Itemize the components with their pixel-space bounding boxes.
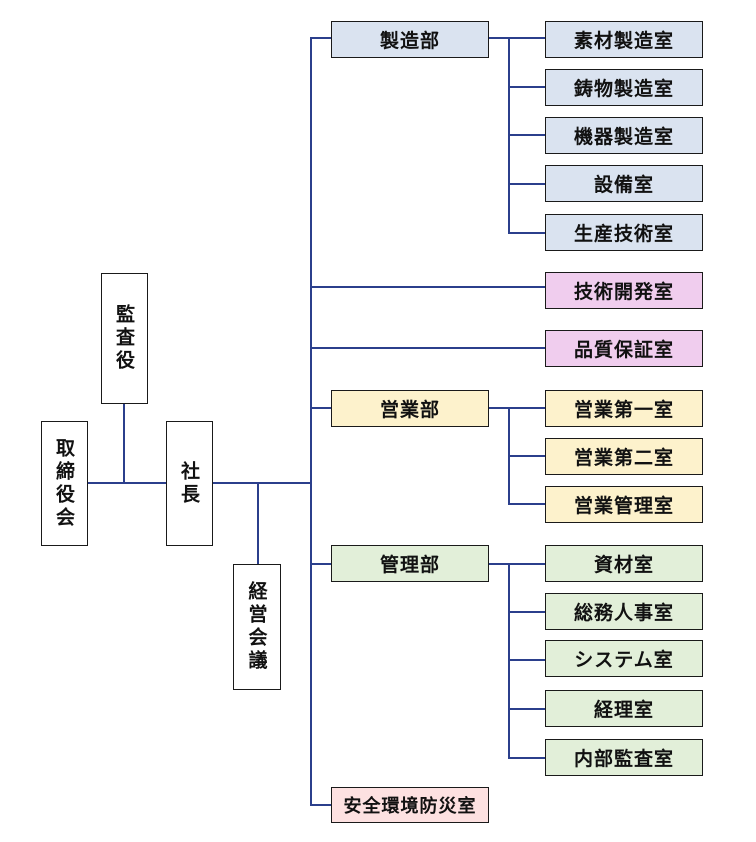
sales-room-box: 営業管理室 [545,486,703,523]
connector-board-president [87,482,167,484]
safety-room-box: 安全環境防災室 [331,787,489,823]
manufacturing-division-box: 製造部 [331,21,489,58]
connector-admin [310,563,332,565]
connector-president-trunk [212,482,311,484]
connector-admin-room [508,757,546,759]
connector-sales-branch [488,407,546,409]
admin-room-box: システム室 [545,640,703,677]
connector-sales-room [508,455,546,457]
admin-division-box: 管理部 [331,545,489,582]
admin-room-box: 内部監査室 [545,739,703,776]
rd-room-box: 技術開発室 [545,272,703,309]
connector-mfg-room [508,183,546,185]
connector-sales-room [508,503,546,505]
president-box: 社長 [166,421,213,546]
main-trunk-line [310,37,312,805]
sales-room-box: 営業第一室 [545,390,703,427]
connector-admin-room [508,708,546,710]
mfg-room-box: 素材製造室 [545,21,703,58]
admin-room-box: 経理室 [545,690,703,727]
connector-manufacturing [310,37,332,39]
connector-admin-room [508,611,546,613]
connector-admin-branch [488,563,546,565]
connector-sales [310,407,332,409]
management-meeting-box: 経営会議 [233,564,281,690]
board-of-directors-box: 取締役会 [41,421,88,546]
mfg-room-box: 鋳物製造室 [545,69,703,106]
connector-mfg-room [508,232,546,234]
connector-mfg-branch [488,37,546,39]
sales-division-box: 営業部 [331,390,489,427]
connector-rd [310,286,546,288]
mfg-room-box: 生産技術室 [545,214,703,251]
quality-room-box: 品質保証室 [545,330,703,367]
mfg-room-box: 機器製造室 [545,117,703,154]
admin-room-box: 資材室 [545,545,703,582]
connector-admin-room [508,659,546,661]
connector-quality [310,347,546,349]
connector-mfg-room [508,86,546,88]
sales-room-box: 営業第二室 [545,438,703,475]
admin-room-box: 総務人事室 [545,593,703,630]
connector-mfg-room [508,134,546,136]
mfg-room-box: 設備室 [545,165,703,202]
connector-auditor [123,403,125,483]
connector-safety [310,804,332,806]
connector-management-meeting [257,482,259,565]
auditor-box: 監査役 [101,273,148,404]
